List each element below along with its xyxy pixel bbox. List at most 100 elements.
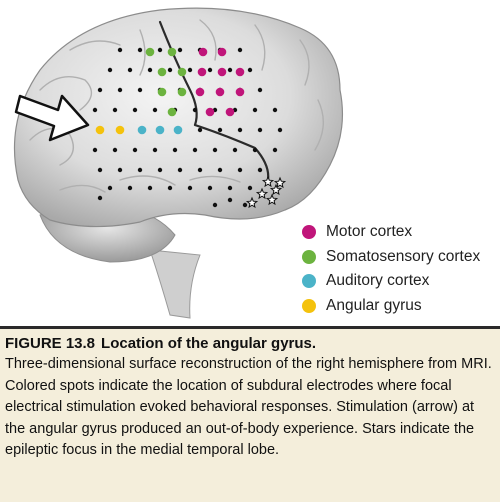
- electrode-dot: [117, 87, 123, 93]
- legend-item-somatosensory: Somatosensory cortex: [302, 245, 480, 270]
- electrode-dot: [137, 47, 143, 53]
- caption-body: Three-dimensional surface reconstruction…: [5, 356, 492, 458]
- stimulation-electrode: [217, 67, 227, 77]
- electrode-dot: [227, 67, 233, 73]
- legend-label: Motor cortex: [326, 223, 413, 241]
- stimulation-electrodes: [95, 47, 245, 135]
- stimulation-electrode: [155, 125, 165, 135]
- gyri-texture: [29, 19, 324, 193]
- stimulation-electrode: [157, 87, 167, 97]
- electrode-dot: [107, 67, 113, 73]
- somatosensory-dot-icon: [302, 249, 316, 264]
- stimulation-electrode: [157, 67, 167, 77]
- stimulation-electrode: [115, 125, 125, 135]
- electrode-dot: [137, 87, 143, 93]
- star-icon: [245, 196, 259, 209]
- epileptic-focus-stars: [245, 175, 287, 209]
- electrode-dot: [147, 67, 153, 73]
- stimulation-electrode: [173, 125, 183, 135]
- star-icon: [255, 187, 269, 200]
- electrode-dot: [207, 185, 213, 191]
- electrode-dot: [207, 67, 213, 73]
- stimulation-electrode: [225, 107, 235, 117]
- electrode-dot: [242, 202, 248, 208]
- stimulation-electrode: [145, 47, 155, 57]
- legend-item-motor: Motor cortex: [302, 220, 480, 245]
- electrode-dot: [167, 67, 173, 73]
- electrode-dot: [197, 127, 203, 133]
- electrode-dot: [147, 185, 153, 191]
- electrode-dot: [252, 107, 258, 113]
- electrode-dot: [237, 127, 243, 133]
- electrode-dot: [227, 185, 233, 191]
- electrode-dot: [187, 67, 193, 73]
- legend-label: Auditory cortex: [326, 272, 430, 290]
- electrode-dot: [127, 67, 133, 73]
- stimulation-electrode: [205, 107, 215, 117]
- electrode-dot: [177, 47, 183, 53]
- electrode-dot: [212, 202, 218, 208]
- brain-figure: Motor cortex Somatosensory cortex Audito…: [13, 7, 480, 319]
- electrode-dot: [97, 167, 103, 173]
- star-icon: [269, 183, 283, 196]
- motor-dot-icon: [302, 225, 316, 240]
- electrode-dot: [277, 127, 283, 133]
- electrode-grid: [92, 47, 283, 208]
- electrode-dot: [237, 167, 243, 173]
- stimulation-electrode: [167, 107, 177, 117]
- electrode-dot: [217, 127, 223, 133]
- stimulation-electrode: [95, 125, 105, 135]
- electrode-dot: [227, 197, 233, 203]
- legend-label: Somatosensory cortex: [326, 247, 481, 265]
- figure-caption: FIGURE 13.8 Location of the angular gyrus…: [0, 326, 500, 502]
- electrode-dot: [92, 147, 98, 153]
- electrode-dot: [247, 185, 253, 191]
- stimulation-electrode: [215, 87, 225, 97]
- electrode-dot: [197, 167, 203, 173]
- stimulation-electrode: [235, 87, 245, 97]
- electrode-dot: [172, 147, 178, 153]
- caption-title: FIGURE 13.8 Location of the angular gyrus…: [5, 335, 494, 352]
- electrode-dot: [152, 147, 158, 153]
- stimulation-electrode: [195, 87, 205, 97]
- stimulation-electrode: [167, 47, 177, 57]
- figure-label: FIGURE 13.8: [5, 335, 96, 352]
- electrode-dot: [127, 185, 133, 191]
- electrode-dot: [152, 107, 158, 113]
- star-icon: [273, 176, 287, 189]
- electrode-dot: [117, 167, 123, 173]
- electrode-dot: [167, 185, 173, 191]
- electrode-dot: [112, 107, 118, 113]
- legend-item-auditory: Auditory cortex: [302, 269, 480, 294]
- stimulation-electrode: [198, 47, 208, 57]
- stimulation-electrode: [177, 67, 187, 77]
- stimulation-electrode: [235, 67, 245, 77]
- star-icon: [265, 193, 279, 206]
- electrode-dot: [137, 167, 143, 173]
- electrode-dot: [92, 107, 98, 113]
- electrode-dot: [257, 127, 263, 133]
- brainstem: [149, 249, 201, 319]
- angular-dot-icon: [302, 298, 316, 313]
- electrode-dot: [212, 147, 218, 153]
- electrode-dot: [177, 167, 183, 173]
- electrode-dot: [247, 67, 253, 73]
- brain-illustration: [13, 7, 344, 319]
- electrode-dot: [97, 195, 103, 201]
- electrode-dot: [132, 107, 138, 113]
- legend-label: Angular gyrus: [326, 296, 422, 314]
- stimulation-electrode: [177, 87, 187, 97]
- electrode-dot: [192, 147, 198, 153]
- electrode-dot: [132, 147, 138, 153]
- electrode-dot: [217, 167, 223, 173]
- electrode-dot: [117, 47, 123, 53]
- stimulation-electrode: [137, 125, 147, 135]
- electrode-dot: [97, 87, 103, 93]
- stimulation-electrode: [197, 67, 207, 77]
- electrode-dot: [252, 147, 258, 153]
- electrode-dot: [157, 167, 163, 173]
- caption-heading: Location of the angular gyrus.: [101, 335, 317, 352]
- electrode-dot: [107, 185, 113, 191]
- electrode-dot: [237, 47, 243, 53]
- electrode-dot: [257, 87, 263, 93]
